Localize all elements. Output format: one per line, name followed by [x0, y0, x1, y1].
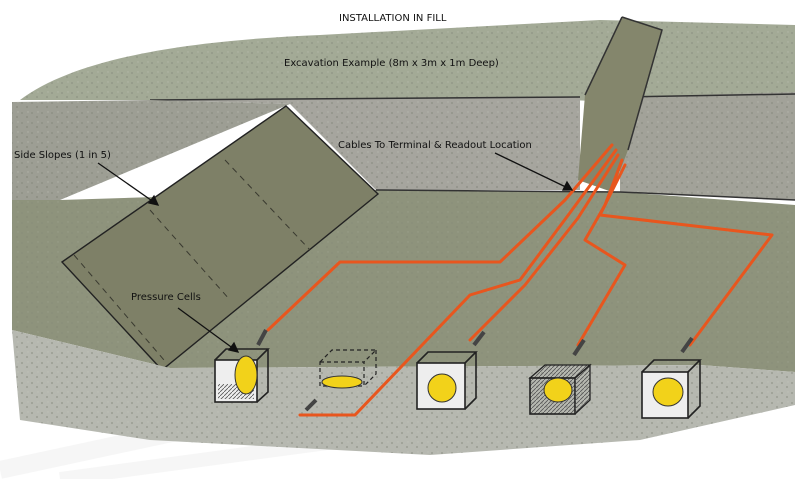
side-slopes-pointer	[97, 162, 159, 206]
cables-pointer	[494, 152, 573, 191]
pressure-cells-pointer	[177, 307, 239, 353]
side-slope	[62, 106, 378, 370]
pressure-cell-2	[304, 349, 378, 412]
cable-1	[266, 143, 614, 332]
cable-4	[576, 158, 627, 347]
cables	[266, 143, 774, 417]
cable-conduit-trench	[578, 17, 662, 192]
cable-2	[298, 148, 618, 417]
cables-label: Cables To Terminal & Readout Location	[338, 140, 532, 151]
pressure-cell-4	[528, 338, 592, 415]
diagram-title: INSTALLATION IN FILL	[339, 13, 447, 24]
pressure-cell-1	[214, 329, 270, 403]
pressure-cell-5	[641, 336, 702, 419]
pointer-arrows	[97, 152, 574, 353]
cable-3	[468, 153, 620, 342]
cable-5	[598, 163, 774, 347]
side-slopes-label: Side Slopes (1 in 5)	[14, 150, 111, 161]
pressure-cell-3	[416, 330, 486, 410]
excavation-label: Excavation Example (8m x 3m x 1m Deep)	[284, 58, 499, 69]
pressure-cells-label: Pressure Cells	[131, 292, 201, 303]
